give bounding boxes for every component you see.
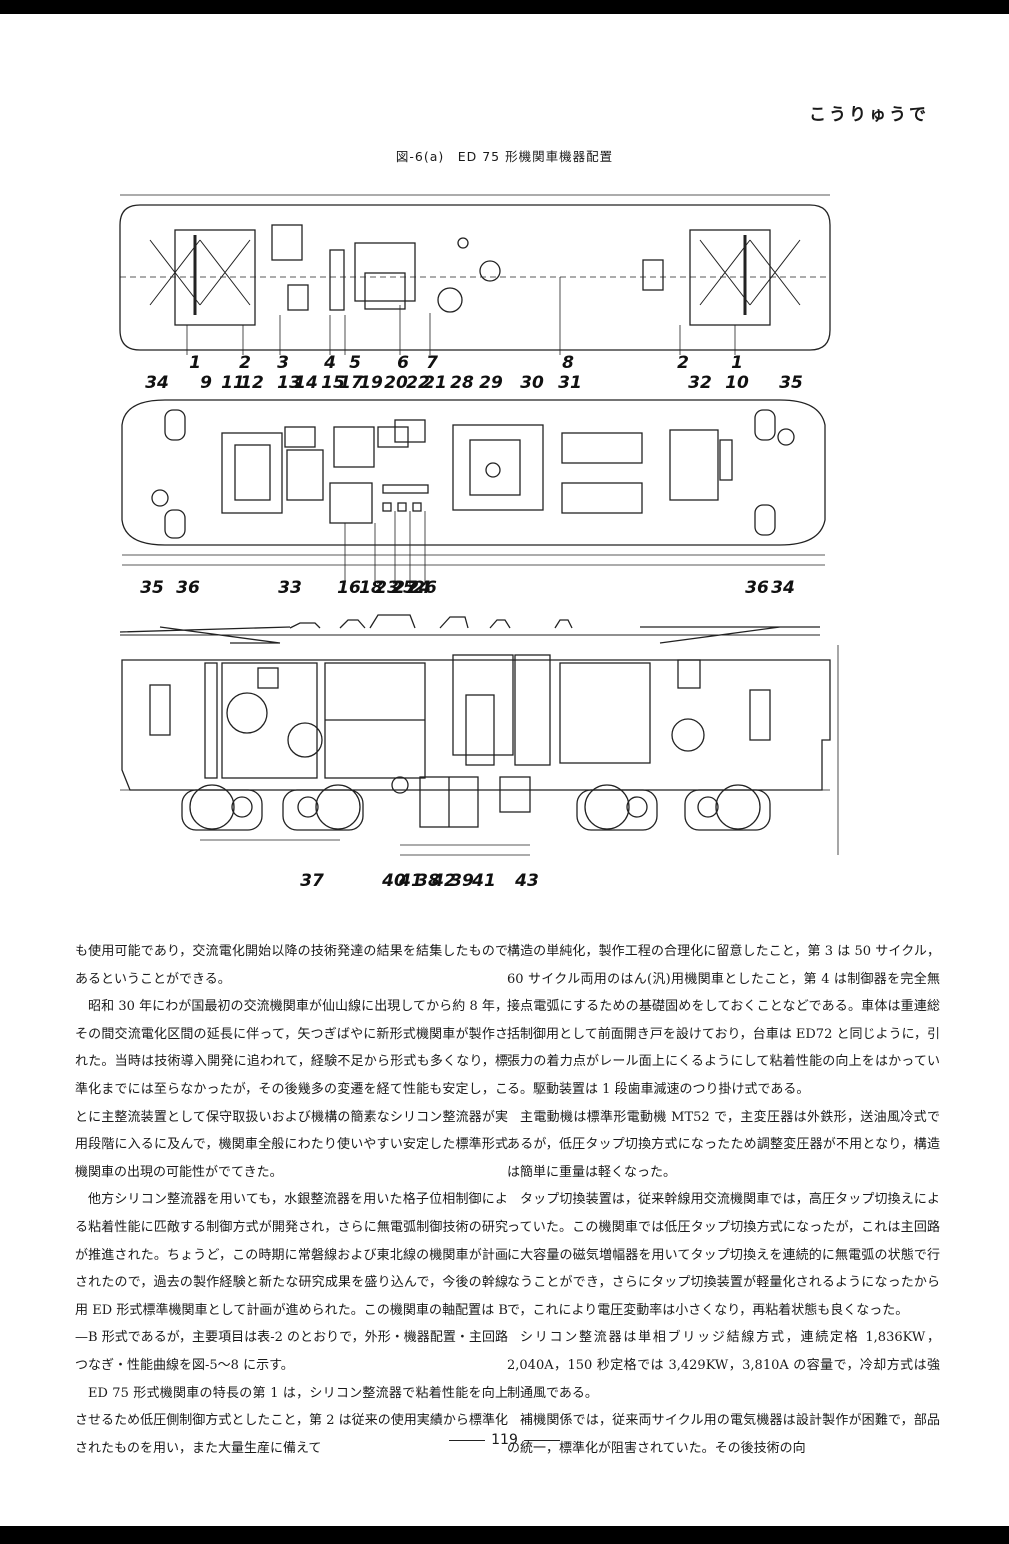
paragraph: 昭和 30 年にわが国最初の交流機関車が仙山線に出現してから約 8 年，その間交… [75, 999, 508, 1180]
callout-number: 35 [779, 373, 803, 393]
callout-number: 11 [221, 373, 245, 393]
callout-number: 32 [688, 373, 712, 393]
paragraph: 構造の単純化，製作工程の合理化に留意したこと，第 3 は 50 サイクル，60 … [507, 944, 940, 1097]
callout-number: 19 [359, 373, 383, 393]
callout-number: 27 [393, 578, 417, 598]
side-elevation-view [119, 614, 839, 856]
callout-number: 7 [426, 353, 438, 373]
callout-number: 38 [416, 871, 440, 891]
text-column-right: 構造の単純化，製作工程の合理化に留意したこと，第 3 は 50 サイクル，60 … [507, 938, 940, 1462]
callout-number: 8 [562, 353, 574, 373]
folio-rule-left [449, 1439, 486, 1441]
callout-number: 9 [200, 373, 212, 393]
callout-number: 36 [176, 578, 200, 598]
page-number: 119 [0, 1432, 1009, 1448]
callout-number: 34 [771, 578, 795, 598]
callout-number: 10 [725, 373, 749, 393]
running-head: こうりゅうで [809, 105, 929, 125]
paragraph: シリコン整流器は単相ブリッジ結線方式，連続定格 1,836KW，2,040A，1… [507, 1330, 940, 1401]
page-number-text: 119 [491, 1432, 518, 1448]
callout-number: 3 [277, 353, 289, 373]
callout-number: 14 [294, 373, 318, 393]
callout-number: 29 [479, 373, 503, 393]
paragraph: ED 75 形式機関車の特長の第 1 は，シリコン整流器で粘着性能を向上させるた… [75, 1385, 508, 1456]
callout-number: 26 [413, 578, 437, 598]
figure-caption: 図-6(a) ED 75 形機関車機器配置 [395, 149, 614, 164]
callout-number: 24 [407, 578, 431, 598]
callout-number: 23 [375, 578, 399, 598]
floor-plan-view [121, 399, 826, 585]
bottom-scan-edge [0, 1526, 1009, 1544]
top-scan-edge [0, 0, 1009, 14]
paragraph: も使用可能であり，交流電化開始以降の技術発達の結果を結集したものであるということ… [75, 944, 508, 987]
callout-number: 20 [384, 373, 408, 393]
callout-number: 16 [337, 578, 361, 598]
callout-number: 33 [278, 578, 302, 598]
callout-number: 43 [514, 871, 539, 891]
callout-number: 28 [450, 373, 474, 393]
paragraph: タップ切換装置は，従来幹線用交流機関車では，高圧タップ切換えによっていた。この機… [507, 1192, 940, 1318]
callout-number: 15 [321, 373, 345, 393]
callout-number: 39 [450, 871, 474, 891]
callout-number: 36 [745, 578, 769, 598]
paragraph: 補機関係では，従来両サイクル用の電気機器は設計製作が困難で，部品の統一，標準化が… [507, 1413, 940, 1456]
callout-number: 13 [277, 373, 301, 393]
callout-number: 37 [300, 871, 324, 891]
callout-number: 17 [339, 373, 363, 393]
callout-number: 2 [677, 353, 689, 373]
callout-number: 18 [359, 578, 383, 598]
callout-number: 5 [349, 353, 361, 373]
callout-number: 22 [406, 373, 430, 393]
callout-number: 25 [391, 578, 415, 598]
callout-number: 1 [731, 353, 743, 373]
callout-number: 34 [145, 373, 169, 393]
text-column-left: も使用可能であり，交流電化開始以降の技術発達の結果を結集したものであるということ… [75, 938, 508, 1462]
callout-number: 42 [431, 871, 456, 891]
callout-number: 12 [240, 373, 264, 393]
callout-number: 21 [423, 373, 447, 393]
callout-number: 4 [323, 353, 336, 373]
roof-plan-view [119, 194, 831, 355]
callout-number: 1 [189, 353, 201, 373]
paragraph: 他方シリコン整流器を用いても，水銀整流器を用いた格子位相制御による粘着性能に匹敵… [75, 1192, 508, 1373]
folio-rule-right [523, 1439, 560, 1441]
callout-number: 31 [558, 373, 582, 393]
callout-number: 30 [520, 373, 544, 393]
callout-number: 2 [239, 353, 251, 373]
callout-number: 6 [397, 353, 409, 373]
callout-number: 35 [140, 578, 164, 598]
paragraph: 主電動機は標準形電動機 MT52 で，主変圧器は外鉄形，送油風冷式であるが，低圧… [507, 1109, 940, 1180]
callout-number: 41 [398, 871, 423, 891]
callout-number: 40 [381, 871, 406, 891]
callout-number: 41 [471, 871, 496, 891]
